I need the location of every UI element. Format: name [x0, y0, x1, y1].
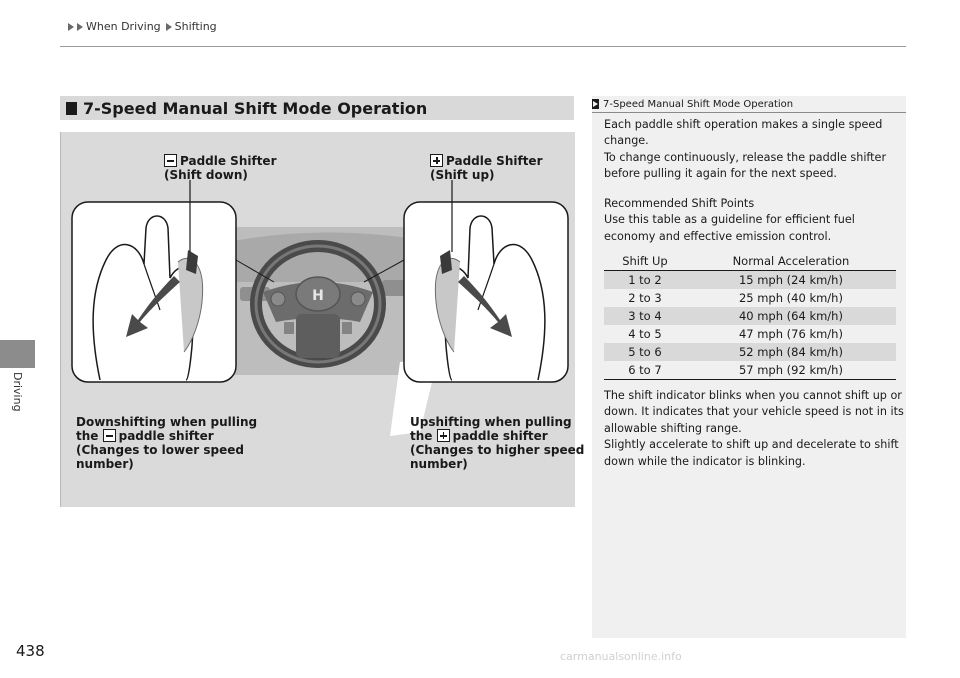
table-row: 1 to 2 15 mph (24 km/h) [604, 270, 896, 289]
minus-callout-line2: (Shift down) [164, 168, 248, 182]
downshift-caption-line4: number) [76, 457, 134, 471]
table-cell-speed: 57 mph (92 km/h) [685, 361, 896, 380]
table-row: 3 to 4 40 mph (64 km/h) [604, 307, 896, 325]
table-header-shift-up: Shift Up [604, 252, 686, 271]
watermark: carmanualsonline.info [560, 650, 682, 663]
air-vent-right [382, 280, 410, 296]
downshift-caption-the: the [76, 429, 99, 443]
table-cell-shift: 6 to 7 [604, 361, 686, 380]
plus-paddle-callout: Paddle Shifter (Shift up) [430, 154, 543, 182]
table-cell-shift: 3 to 4 [604, 307, 686, 325]
note-p2-line2: Use this table as a guideline for effici… [604, 213, 855, 227]
note-paragraph-1: Each paddle shift operation makes a sing… [604, 117, 886, 183]
breadcrumb-arrow-icon [165, 22, 172, 31]
upshift-caption-line1: Upshifting when pulling [410, 415, 572, 429]
upshift-caption-the: the [410, 429, 433, 443]
left-zoom-line [235, 259, 275, 283]
note-p1-line1: Each paddle shift operation makes a sing… [604, 118, 883, 131]
note-paragraph-3: The shift indicator blinks when you cann… [604, 388, 904, 470]
table-header-normal-acceleration: Normal Acceleration [685, 252, 896, 271]
section-title: 7-Speed Manual Shift Mode Operation [83, 98, 428, 118]
downshift-caption: Downshifting when pulling the paddle shi… [76, 415, 257, 471]
svg-text:H: H [312, 288, 324, 304]
note-marker-icon [592, 99, 599, 109]
note-heading: 7-Speed Manual Shift Mode Operation [603, 98, 794, 110]
right-hand-panel [403, 201, 569, 383]
table-cell-shift: 1 to 2 [604, 270, 686, 289]
table-cell-speed: 47 mph (76 km/h) [738, 327, 843, 341]
table-cell-speed: 52 mph (84 km/h) [685, 343, 896, 361]
dashboard-top [228, 232, 422, 282]
table-cell-speed: 40 mph (64 km/h) [685, 307, 896, 325]
note-p1-line2: change. [604, 134, 649, 148]
plus-callout-line1: Paddle Shifter [446, 154, 543, 168]
table-cell-shift: 4 to 5 [628, 327, 662, 341]
chapter-tab[interactable]: Driving [10, 372, 26, 442]
note-header: 7-Speed Manual Shift Mode Operation [592, 96, 906, 113]
minus-key-icon [102, 429, 116, 442]
section-header: 7-Speed Manual Shift Mode Operation [60, 96, 574, 120]
table-row: 5 to 6 52 mph (84 km/h) [604, 343, 896, 361]
upshift-caption-line2: paddle shifter [452, 429, 548, 443]
note-p3-line4: Slightly accelerate to shift up and dece… [604, 438, 899, 452]
header-rule [60, 46, 906, 47]
upshift-caption-line4: number) [410, 457, 468, 471]
table-row: 4 to 5 47 mph (76 km/h) [604, 325, 896, 343]
table-cell-speed: 15 mph (24 km/h) [685, 270, 896, 289]
note-p3-line5: down while the indicator is blinking. [604, 454, 806, 468]
breadcrumb-arrow-icon [77, 22, 83, 31]
downshift-caption-line1: Downshifting when pulling [76, 415, 258, 429]
shift-points-table: Shift Up Normal Acceleration 1 to 2 15 m… [604, 252, 896, 380]
note-p3-line2: down. It indicates that your vehicle spe… [604, 405, 904, 419]
breadcrumb: When Driving Shifting [68, 20, 217, 33]
plus-callout-line2: (Shift up) [430, 168, 495, 182]
downshift-caption-line3: (Changes to lower speed [76, 443, 244, 457]
downshift-caption-line2: paddle shifter [118, 429, 214, 443]
chapter-tab-label: Driving [11, 372, 24, 412]
note-p2-line3: economy and effective emission control. [604, 229, 832, 243]
upshift-caption-line3: (Changes to higher speed [410, 443, 585, 457]
minus-callout-line1: Paddle Shifter [180, 154, 277, 168]
page-number: 438 [16, 642, 45, 660]
minus-paddle-callout: Paddle Shifter (Shift down) [164, 154, 277, 182]
note-p3-line1: The shift indicator blinks when you cann… [604, 389, 902, 402]
note-paragraph-2: Recommended Shift Points Use this table … [604, 196, 855, 245]
note-p2-line1: Recommended Shift Points [604, 197, 755, 210]
plus-key-icon [430, 154, 443, 167]
right-zoom-line [363, 259, 405, 283]
steering-wheel: H [250, 240, 386, 368]
breadcrumb-when-driving[interactable]: When Driving [86, 20, 161, 33]
left-hand-panel [71, 201, 237, 383]
steering-wheel-paddle-illustration: H [71, 180, 569, 436]
table-cell-shift: 2 to 3 [628, 291, 662, 305]
section-bullet-icon [66, 101, 77, 115]
table-header-row: Shift Up Normal Acceleration [604, 252, 896, 271]
upshift-caption: Upshifting when pulling the paddle shift… [410, 415, 584, 471]
minus-key-icon [164, 154, 177, 167]
breadcrumb-arrow-icon [68, 22, 74, 31]
chapter-tab-marker [0, 340, 35, 368]
plus-key-icon [436, 429, 450, 442]
breadcrumb-shifting[interactable]: Shifting [174, 20, 217, 33]
note-p1-line3: To change continuously, release the padd… [604, 150, 887, 164]
table-row: 6 to 7 57 mph (92 km/h) [604, 361, 896, 380]
table-cell-shift: 5 to 6 [604, 343, 686, 361]
note-p3-line3: allowable shifting range. [604, 421, 742, 435]
note-p1-line4: before pulling it again for the next spe… [604, 167, 837, 181]
table-row: 2 to 3 25 mph (40 km/h) [604, 289, 896, 307]
table-cell-speed: 25 mph (40 km/h) [738, 291, 843, 305]
